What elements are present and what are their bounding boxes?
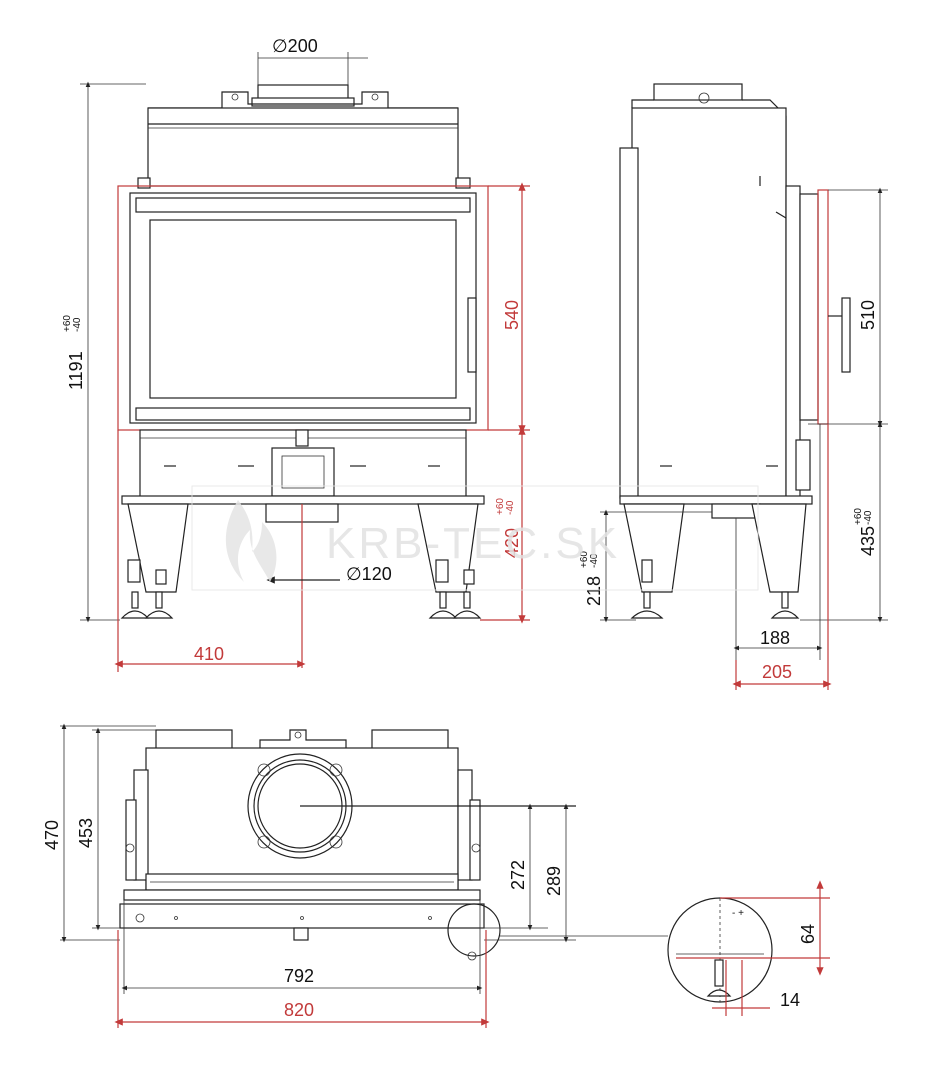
- door-frame: [117, 185, 489, 431]
- inlet-height-tol-minus: -40: [589, 553, 600, 568]
- lower-height-tol-minus: -40: [505, 500, 516, 515]
- air-inlet-box: [271, 447, 335, 497]
- upper-body: [147, 107, 459, 187]
- svg-text:- +: - +: [732, 908, 744, 919]
- lower-height-tol-plus: +60: [495, 498, 506, 515]
- detail-view: - + 64 14: [667, 880, 830, 1016]
- lower-height-label: 420: [502, 528, 522, 558]
- door-height-label: 540: [502, 300, 522, 330]
- side-flue-collar: [653, 83, 743, 101]
- depth-total-label: 470: [42, 820, 62, 850]
- side-view: 510 435 +60 -40 218 +60 -40 188 205: [579, 83, 888, 690]
- base-plate: [121, 495, 485, 505]
- depth-body-label: 453: [76, 818, 96, 848]
- overall-height-tol-plus: +60: [62, 315, 73, 332]
- side-handle: [841, 297, 851, 373]
- watermark: KRB-TEC.SK: [191, 485, 759, 591]
- flue-center-b-label: 289: [544, 866, 564, 896]
- flue-diameter-label: ∅200: [272, 36, 318, 56]
- glass-pane: [149, 219, 457, 399]
- top-front-frame: [119, 903, 485, 929]
- detail-marker: [447, 903, 501, 957]
- overall-height-label: 1191: [66, 351, 86, 390]
- base-height-label: 435: [858, 526, 878, 556]
- door-handle: [467, 297, 477, 373]
- inlet-diameter-label: ∅120: [346, 564, 392, 584]
- inlet-offset-label: 410: [194, 644, 224, 664]
- inlet-height-tol-plus: +60: [579, 551, 590, 568]
- depth-a-label: 188: [760, 628, 790, 648]
- width-body-label: 792: [284, 966, 314, 986]
- width-total-label: 820: [284, 1000, 314, 1020]
- flue-center-a-label: 272: [508, 860, 528, 890]
- side-left-leg: [623, 503, 685, 593]
- feet: [120, 591, 482, 619]
- flame-logo-icon: [225, 500, 277, 582]
- frame-offset-label: 14: [780, 990, 800, 1010]
- side-body: [631, 107, 787, 499]
- side-right-leg: [751, 503, 807, 593]
- glass-height-label: 510: [858, 300, 878, 330]
- overall-height-tol-minus: -40: [72, 317, 83, 332]
- front-view: ∅200 1191 +60 -40 540 420 +60 -40 ∅120 4…: [62, 36, 530, 672]
- depth-b-label: 205: [762, 662, 792, 682]
- inlet-height-label: 218: [584, 576, 604, 606]
- side-base-plate: [619, 495, 813, 505]
- base-height-tol-plus: +60: [853, 508, 864, 525]
- watermark-text: KRB-TEC.SK: [326, 519, 620, 568]
- frame-height-label: 64: [798, 924, 818, 944]
- top-view: 470 453 272 289 792 820: [42, 723, 668, 1028]
- base-height-tol-minus: -40: [863, 510, 874, 525]
